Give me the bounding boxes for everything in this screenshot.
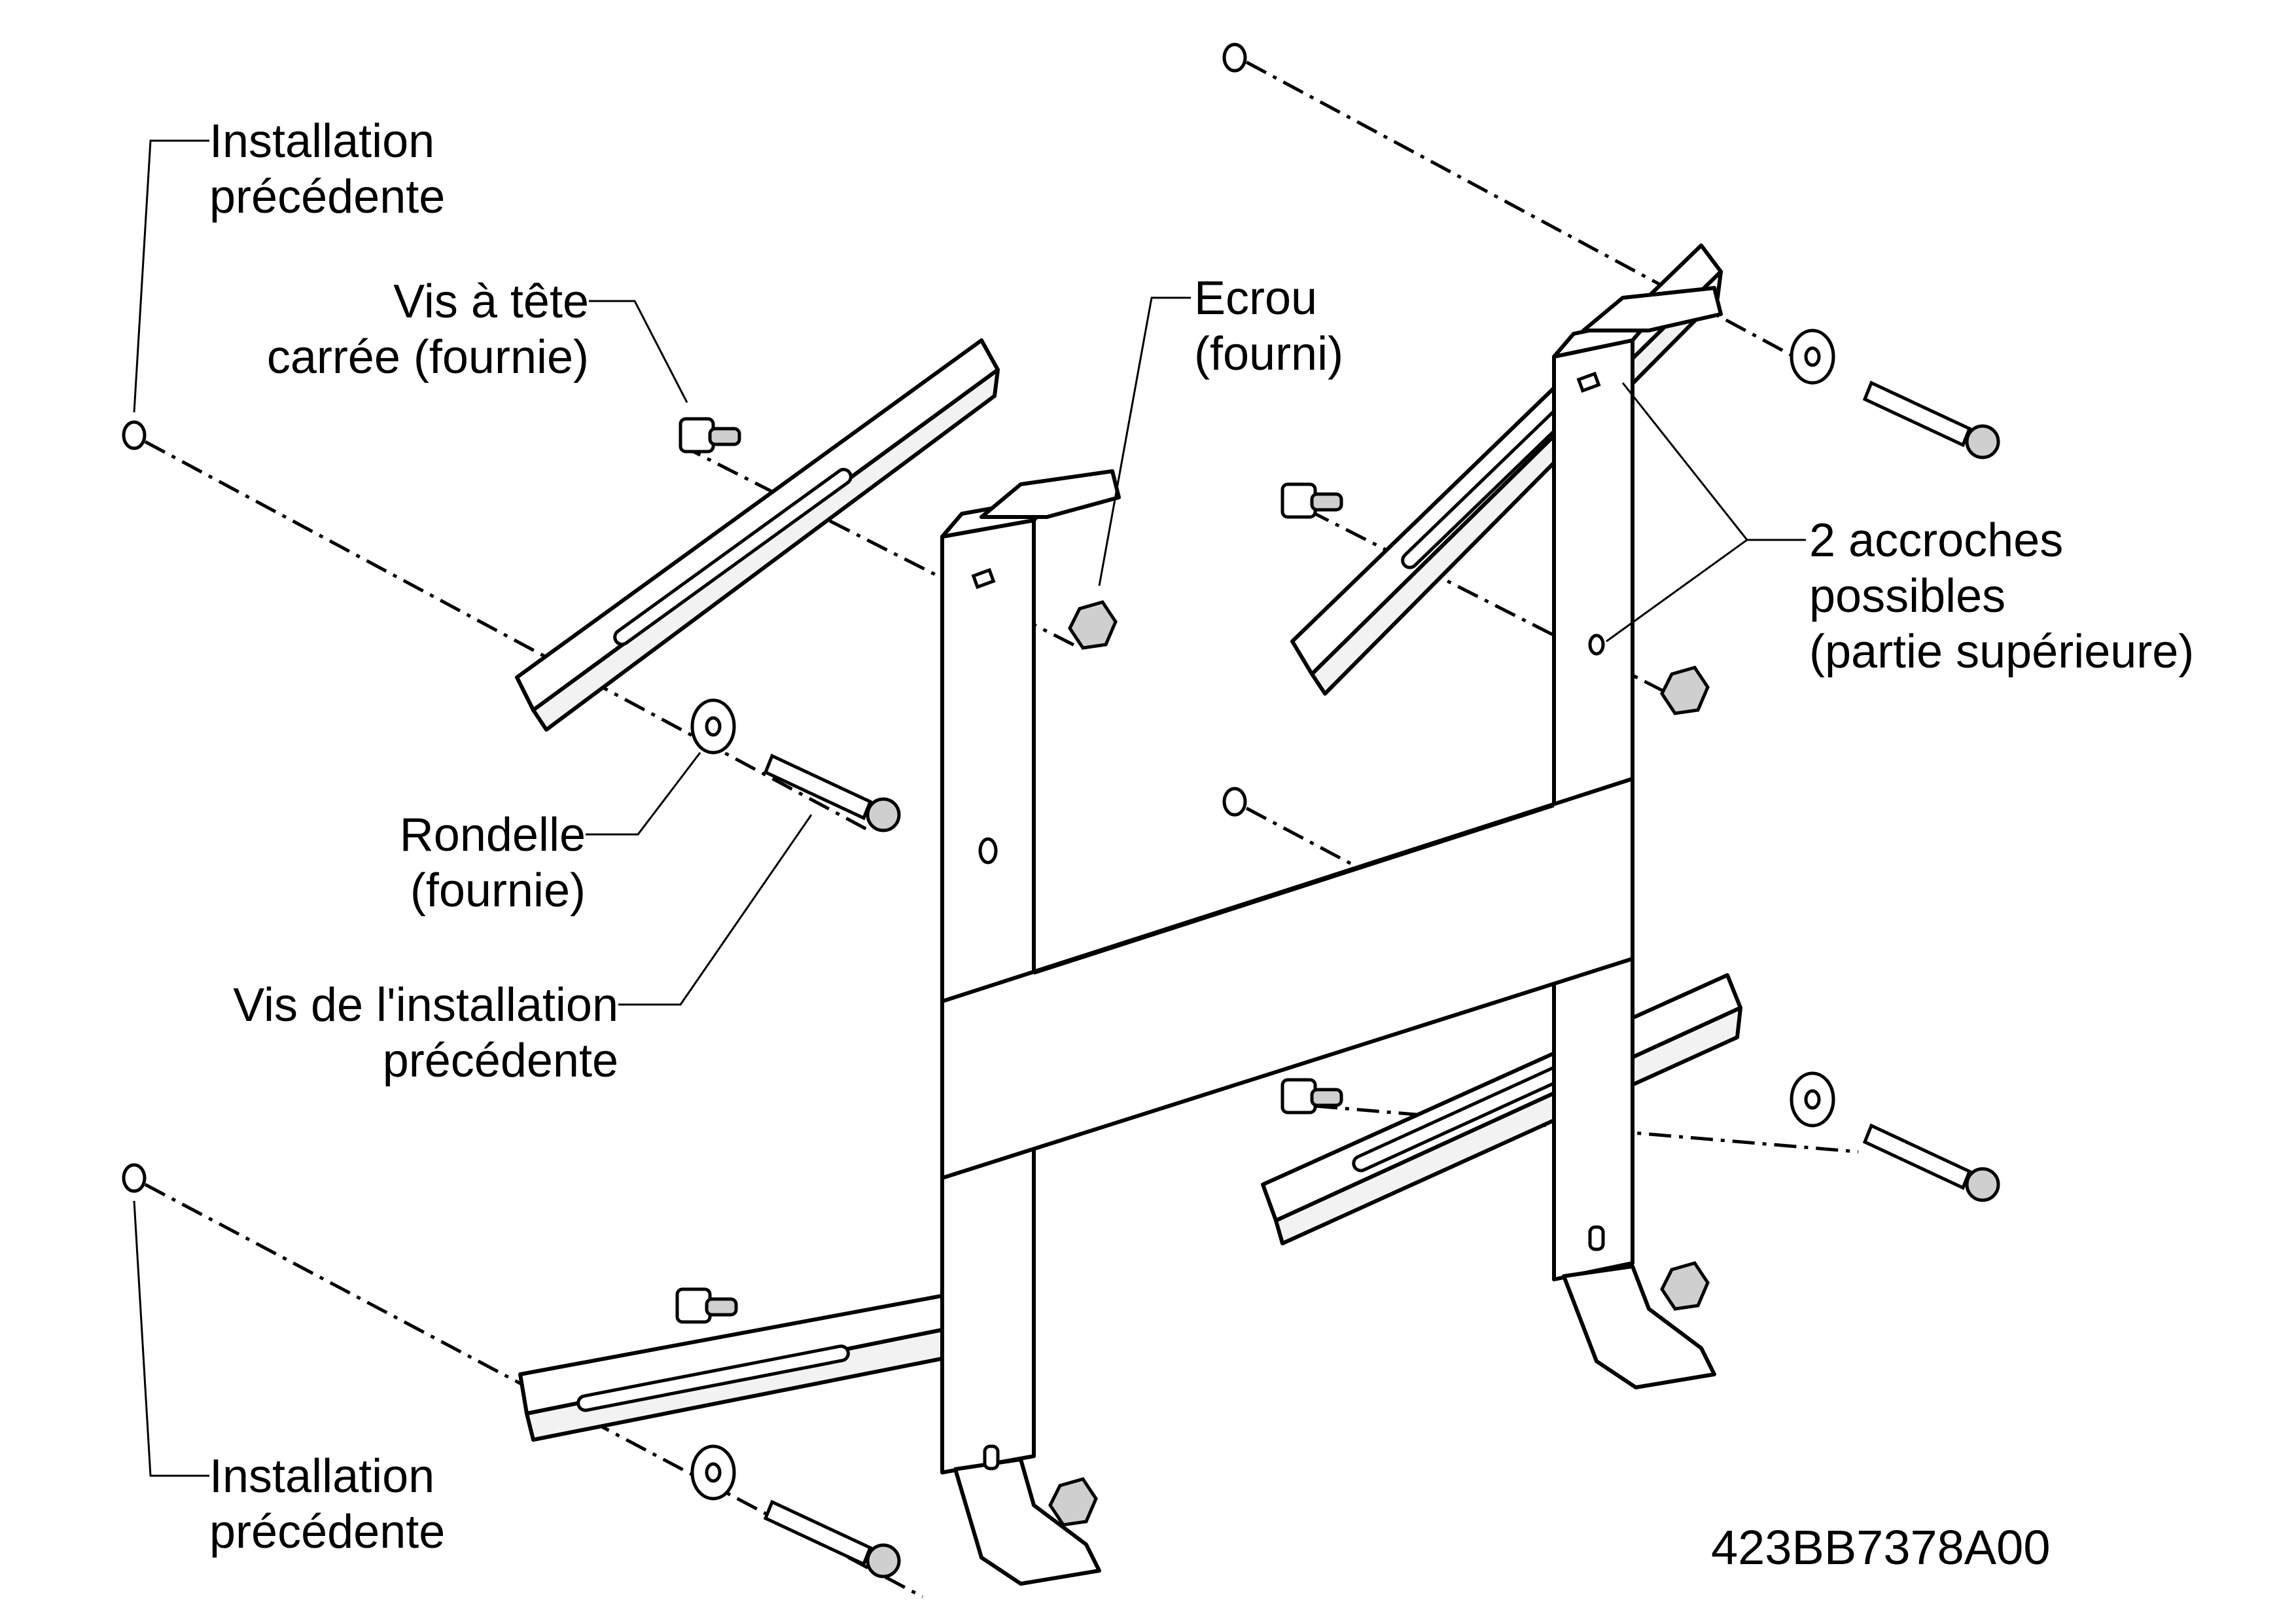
washer-upper-right [1790,329,1835,385]
callout-installation-bottom: Installation précédente [209,1450,445,1558]
label-installation-top-2: précédente [209,171,445,223]
label-rondelle-2: (fournie) [410,865,586,917]
h-frame-bracket [940,286,1723,1586]
label-vis-install-1: Vis de l'installation [233,979,618,1031]
label-installation-bottom-1: Installation [209,1450,434,1503]
nut-upper-right [1660,666,1710,715]
nut-lower-left [1048,1477,1098,1527]
carriage-bolt-lower-right [1280,1078,1343,1115]
reference-code: 423BB7378A00 [1711,1520,2050,1575]
label-accroches-1: 2 accroches [1809,514,2063,567]
wall-screw-lower-right [1862,1123,2000,1202]
leader-lines [133,139,1806,1477]
callout-previous-screw: Vis de l'installation précédente [233,979,618,1087]
washer-lower-right [1790,1071,1835,1128]
hole-middle [1222,787,1247,817]
carriage-bolt-lower-left [675,1287,738,1324]
label-ecrou-2: (fourni) [1194,328,1343,380]
carriage-bolt-upper-left [679,417,741,454]
callout-carriage-bolt: Vis à tête carrée (fournie) [267,276,589,383]
label-installation-top-1: Installation [209,115,434,168]
callout-hooks: 2 accroches possibles (partie supérieure… [1809,514,2194,678]
nuts [1048,600,1710,1527]
label-accroches-2: possibles [1809,570,2005,622]
wall-screw-lower-left [763,1499,901,1578]
carriage-bolt-upper-right [1280,482,1343,519]
washer-upper-left [690,698,736,755]
label-vis-install-2: précédente [383,1035,618,1087]
callout-installation-top: Installation précédente [209,115,445,223]
washer-lower-left [690,1444,736,1501]
hole-top-right [1222,43,1247,73]
callout-nut: Ecrou (fourni) [1194,272,1343,380]
nut-upper-left [1068,600,1118,650]
label-accroches-3: (partie supérieure) [1809,626,2194,678]
wall-screws [763,380,2000,1578]
label-vis-tete-2: carrée (fournie) [267,331,589,383]
wall-holes [122,43,1247,1193]
washers [690,329,1835,1501]
label-installation-bottom-2: précédente [209,1506,445,1558]
hole-bottom-left [122,1163,147,1193]
rail-upper-left [515,338,1000,732]
label-rondelle-1: Rondelle [400,809,586,861]
wall-screw-upper-right [1862,380,2000,459]
label-ecrou-1: Ecrou [1194,272,1317,325]
label-vis-tete-1: Vis à tête [393,276,589,328]
rail-lower-left [518,1294,951,1442]
carriage-bolts [675,417,1343,1324]
nut-lower-right [1660,1261,1710,1311]
callout-washer: Rondelle (fournie) [400,809,586,917]
hole-top-left [122,420,147,450]
wall-screw-upper-left [763,753,901,832]
